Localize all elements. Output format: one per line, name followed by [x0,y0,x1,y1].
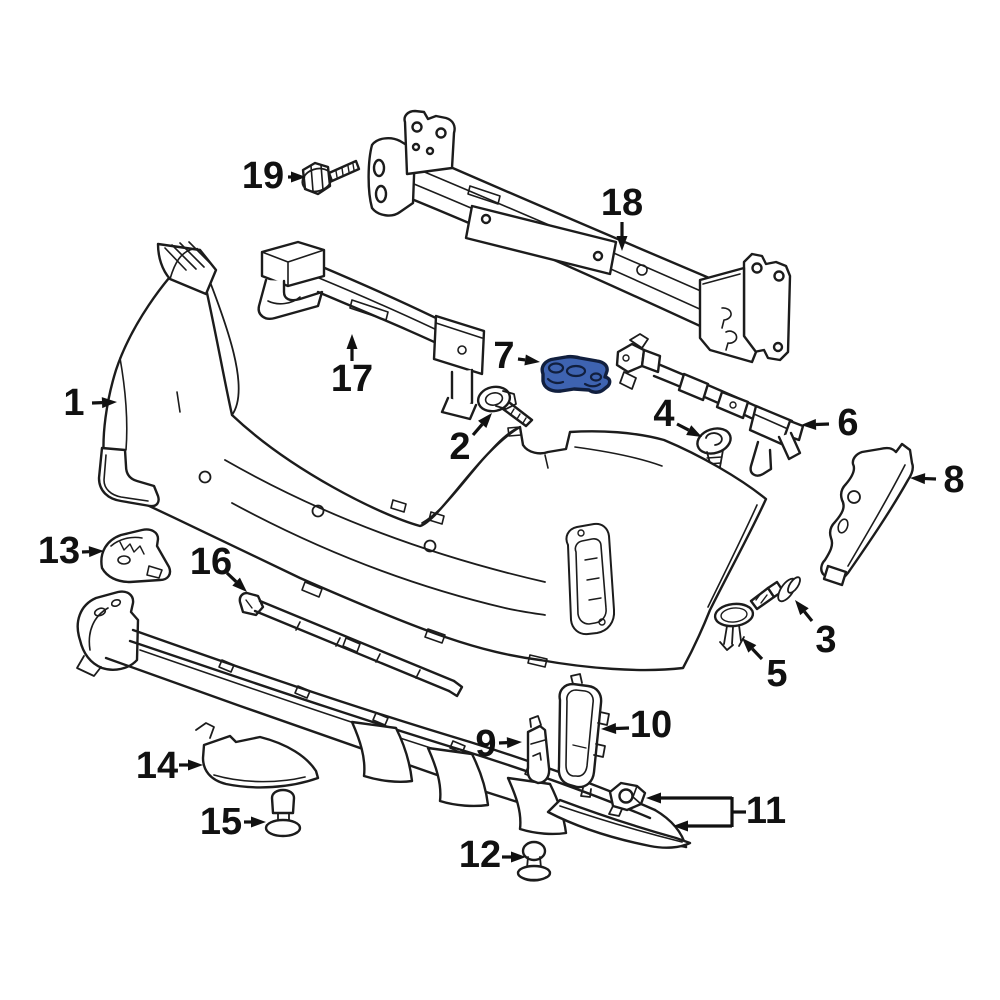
callout-2-label: 2 [449,426,470,468]
part-16-support-strip-drawing [238,591,464,698]
part-7-side-bracket-highlighted [540,354,612,394]
callout-2-arrowhead [478,413,492,428]
callout-5-arrow-line [751,647,764,661]
callout-5-label: 5 [766,653,787,695]
callout-9-arrowhead [506,737,522,749]
callout-14-label: 14 [136,745,178,787]
callout-7: 7 [493,335,540,377]
callout-6-label: 6 [837,402,858,444]
part-5-grommet-drawing [713,602,755,651]
callout-12-label: 12 [459,834,501,876]
callout-16-arrow-line [225,571,238,583]
callout-6: 6 [801,402,859,444]
callout-4-arrowhead [686,425,702,437]
part-17-impact-bar-brace-drawing [257,240,486,421]
callout-19-label: 19 [242,155,284,197]
callout-13-arrowhead [88,546,104,558]
callout-13-label: 13 [38,530,80,572]
callout-15-arrowhead [251,816,266,828]
callout-11: 11 [646,790,786,832]
part-12-fastener-drawing [516,840,552,882]
callout-11-arrowhead [673,820,688,832]
callout-16-label: 16 [190,541,232,583]
callout-16-arrowhead [232,577,247,592]
callout-18-arrowhead [616,236,628,251]
part-19-bolt-drawing [301,159,361,196]
callout-11-label: 11 [746,790,786,832]
callout-5-arrowhead [742,638,757,653]
callout-5: 5 [742,638,788,695]
callout-10-label: 10 [630,704,672,746]
part-2-bolt-drawing [476,385,534,428]
callout-15-label: 15 [200,801,242,843]
callout-7-arrowhead [524,354,540,366]
part-18-impact-bar-drawing [367,109,792,364]
callout-12: 12 [459,834,526,876]
part-8-side-spacer-drawing [820,442,914,587]
callout-19-arrowhead [291,171,306,183]
callout-18: 18 [601,182,643,251]
callout-14: 14 [136,745,203,787]
callout-10: 10 [601,704,672,746]
callout-4-arrow-line [676,422,690,432]
callout-1-arrowhead [101,397,117,409]
callout-17-label: 17 [331,358,373,400]
callout-1: 1 [63,382,117,424]
callout-3-arrowhead [795,600,809,616]
part-14-fin-cover-drawing [195,722,320,789]
callout-3: 3 [795,600,837,661]
callout-8-arrowhead [910,473,926,485]
callout-3-label: 3 [815,619,836,661]
callout-17: 17 [331,334,373,400]
callout-10-arrowhead [601,722,617,734]
callout-11-arrowhead [646,792,661,804]
callout-12-arrowhead [511,851,526,863]
callout-7-label: 7 [493,335,514,377]
callout-2: 2 [449,413,492,468]
callout-4-label: 4 [653,393,674,435]
part-13-end-cap-drawing [100,528,172,584]
callout-8-label: 8 [943,459,964,501]
callout-16: 16 [190,541,247,592]
callout-2-arrow-line [471,423,484,437]
callout-4: 4 [653,393,702,437]
callout-1-label: 1 [63,382,84,424]
part-11-bracket-clip-drawing [608,781,647,817]
part-9-reflector-small-drawing [526,715,551,785]
callout-7-arrow-line [517,357,526,362]
part-1-bumper-cover-drawing [97,241,768,672]
part-6-support-bracket-drawing [615,333,805,477]
callout-17-arrowhead [346,334,358,349]
part-15-fastener-drawing [264,788,302,838]
callout-8: 8 [910,459,965,501]
callout-6-arrowhead [801,418,817,430]
callout-9: 9 [475,723,522,765]
callout-15: 15 [200,801,266,843]
part-10-reflector-drawing [557,673,610,798]
lower-diffuser-drawing [76,590,692,849]
callout-18-label: 18 [601,182,643,224]
callout-13: 13 [38,530,104,572]
callout-3-arrow-line [803,610,814,623]
callout-9-label: 9 [475,723,496,765]
callout-14-arrowhead [188,759,203,771]
part-3-push-rivet-drawing [749,576,801,611]
callout-19: 19 [242,155,306,197]
